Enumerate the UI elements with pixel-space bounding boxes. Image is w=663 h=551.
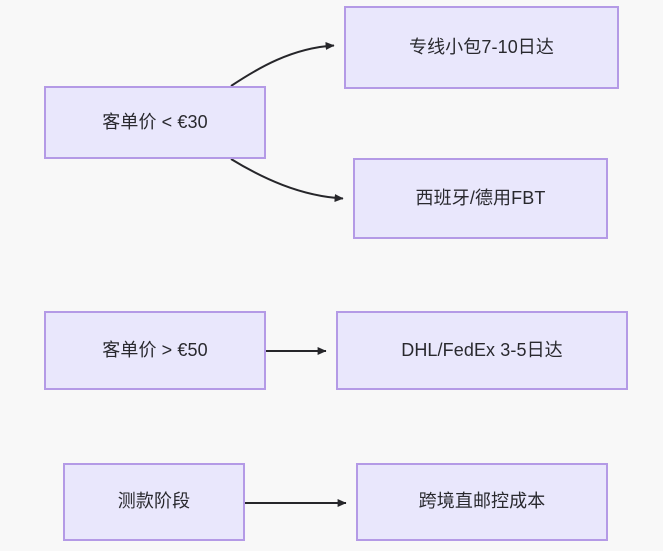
node-express-label: DHL/FedEx 3-5日达 bbox=[401, 339, 563, 360]
node-testing[interactable]: 测款阶段 bbox=[63, 463, 245, 541]
edge-low-to-parcel bbox=[230, 42, 335, 87]
node-high-aov[interactable]: 客单价 > €50 bbox=[44, 311, 266, 390]
node-es-de-fbt[interactable]: 西班牙/德用FBT bbox=[353, 158, 608, 239]
node-low-aov-label: 客单价 < €30 bbox=[102, 111, 208, 132]
node-direct-mail-label: 跨境直邮控成本 bbox=[418, 491, 546, 512]
node-es-de-fbt-label: 西班牙/德用FBT bbox=[415, 187, 546, 208]
node-direct-mail[interactable]: 跨境直邮控成本 bbox=[356, 463, 608, 541]
node-high-aov-label: 客单价 > €50 bbox=[102, 339, 208, 360]
node-line-parcel-label: 专线小包7-10日达 bbox=[408, 36, 555, 57]
node-line-parcel[interactable]: 专线小包7-10日达 bbox=[344, 6, 619, 89]
node-express[interactable]: DHL/FedEx 3-5日达 bbox=[336, 311, 628, 390]
edge-low-to-fbt bbox=[230, 158, 344, 203]
node-low-aov[interactable]: 客单价 < €30 bbox=[44, 86, 266, 159]
node-testing-label: 测款阶段 bbox=[117, 491, 191, 512]
